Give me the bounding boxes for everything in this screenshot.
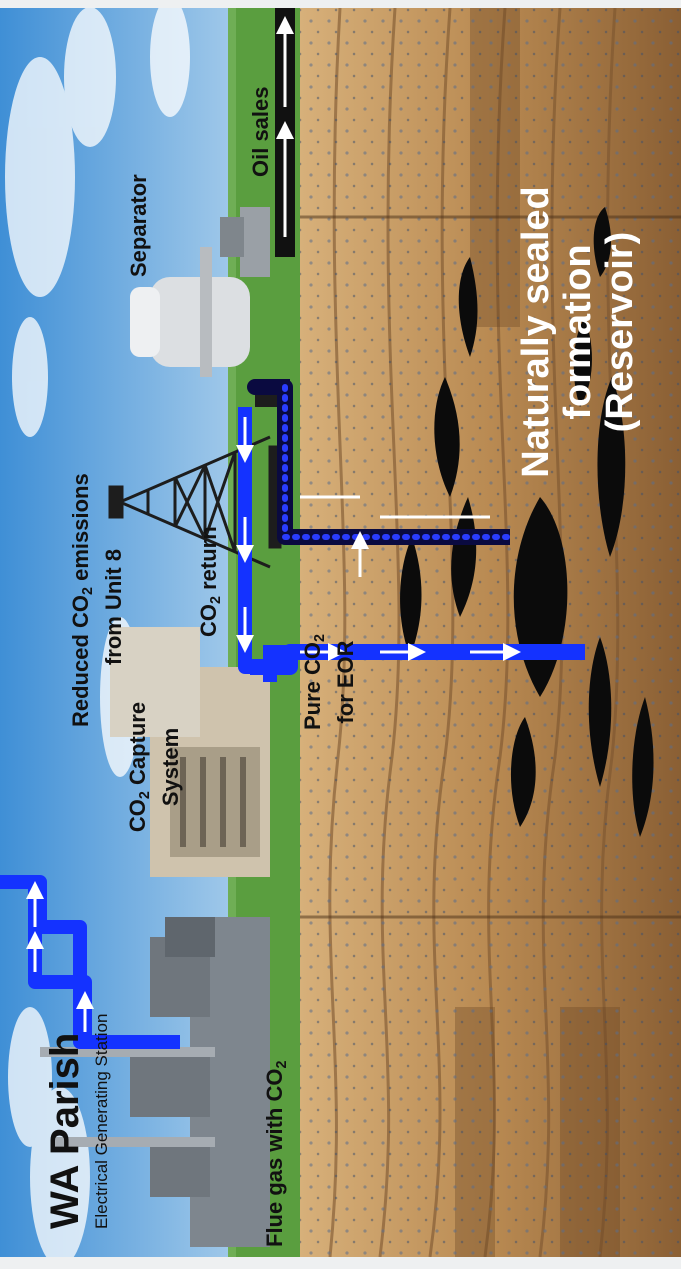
co2-return-pipe [238,407,260,674]
capture-building [110,627,270,877]
flue-gas-label: Flue gas with CO2 [262,1060,290,1247]
scene-illustration [0,8,681,1257]
oil-pockets [400,207,654,837]
scene-rotated: WA Parish Electrical Generating Station … [0,8,681,1257]
pure-co2-label: Pure CO2 for EOR [300,634,358,730]
reduced-emissions-label: Reduced CO2 emissions from Unit 8 [68,473,126,727]
plant-subtitle: Electrical Generating Station [92,1013,111,1229]
plant-title: WA Parish [43,1032,87,1229]
oil-sales-label: Oil sales [248,86,273,177]
capture-system-label: CO2 Capture System [125,701,183,833]
separator-label: Separator [126,174,151,277]
separator-unit [130,207,270,377]
power-plant [40,917,270,1247]
co2-return-label: CO2 return [196,526,224,637]
reservoir-label: Naturally sealed formation (Reservoir) [515,186,641,478]
